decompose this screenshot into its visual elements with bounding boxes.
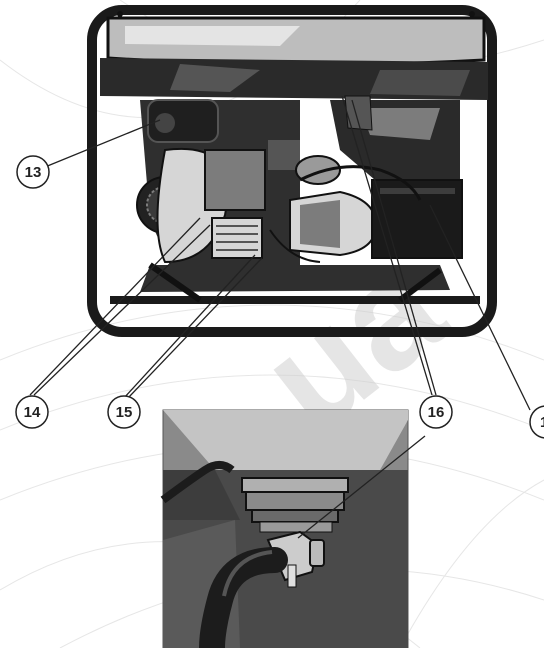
callout-15-label: 15 — [116, 404, 133, 421]
tank-underside — [163, 410, 408, 470]
side-hose — [160, 461, 235, 504]
callout-16: 16 — [419, 395, 453, 429]
drain-hose — [199, 547, 288, 648]
detail-inset — [160, 409, 409, 648]
leader-13 — [44, 119, 161, 168]
leader-17 — [429, 204, 531, 411]
leader-14a — [33, 224, 211, 396]
leader-16a — [351, 99, 437, 396]
callout-17: 17 — [529, 405, 544, 439]
callout-14-label: 14 — [24, 404, 41, 421]
callout-13: 13 — [16, 155, 50, 189]
leader-15a — [127, 257, 263, 399]
leader-lines — [29, 95, 531, 539]
callout-15: 15 — [107, 395, 141, 429]
callout-17-label: 17 — [540, 414, 544, 431]
callout-13-label: 13 — [25, 164, 42, 181]
callout-16-label: 16 — [428, 404, 445, 421]
callout-14: 14 — [15, 395, 49, 429]
leader-16-detail — [297, 435, 426, 539]
leader-14b — [29, 217, 201, 396]
frame-outer — [87, 5, 497, 337]
leader-15b — [123, 254, 256, 399]
leader-16b — [341, 95, 433, 396]
generator-illustration — [87, 5, 497, 337]
